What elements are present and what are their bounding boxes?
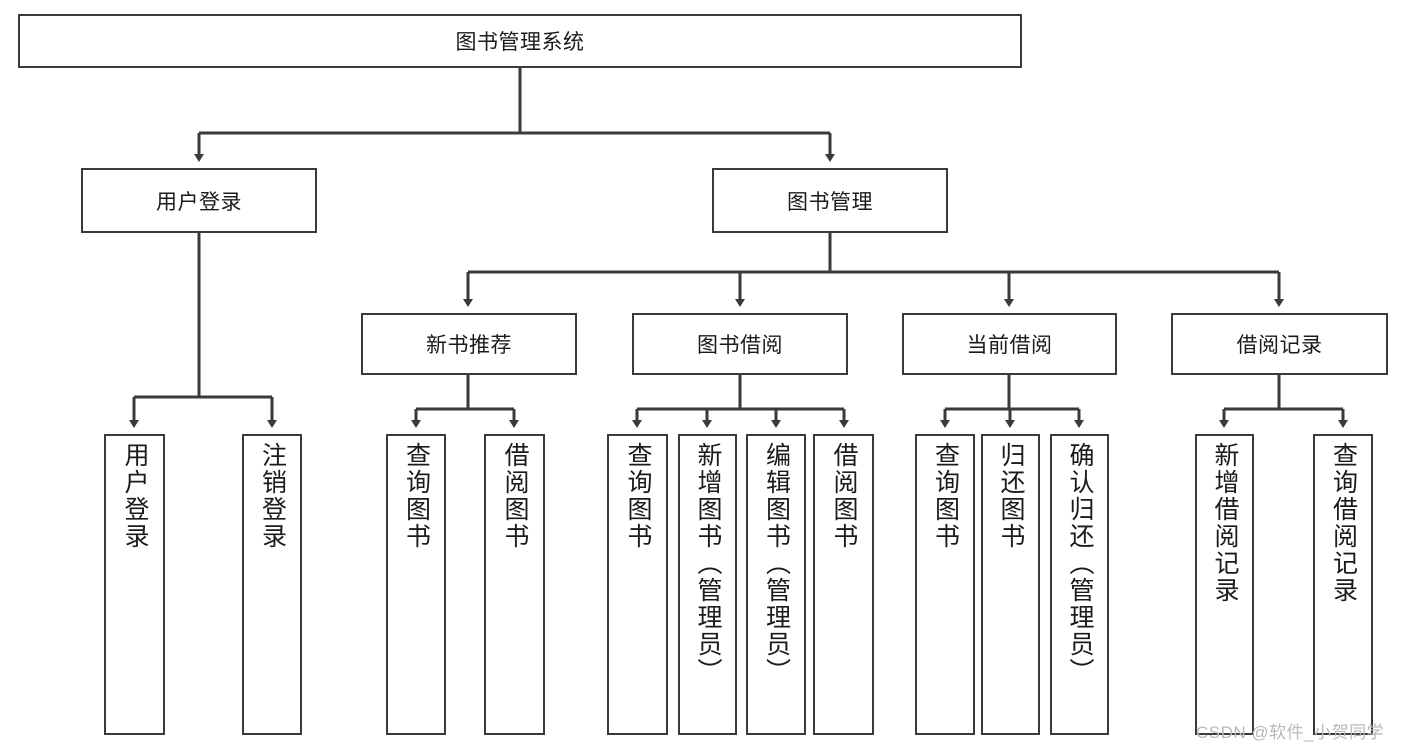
leaf-user-login[interactable]: 用户登录	[104, 434, 165, 735]
node-new-book-recommend-label: 新书推荐	[426, 334, 512, 357]
leaf-label: 借阅图书	[501, 442, 529, 550]
node-borrow-record[interactable]: 借阅记录	[1171, 313, 1388, 375]
leaf-add-borrow-record[interactable]: 新增借阅记录	[1195, 434, 1254, 735]
node-user-login-label: 用户登录	[156, 190, 242, 214]
node-current-borrow-label: 当前借阅	[966, 334, 1053, 357]
leaf-query-book-recommend[interactable]: 查询图书	[386, 434, 446, 735]
leaf-label: 用户登录	[121, 442, 149, 550]
leaf-confirm-return-admin[interactable]: 确认归还（管理员）	[1050, 434, 1109, 735]
leaf-label: 借阅图书	[830, 442, 858, 550]
leaf-query-book-current[interactable]: 查询图书	[915, 434, 975, 735]
leaf-label: 确认归还（管理员）	[1066, 442, 1094, 685]
leaf-label: 查询借阅记录	[1329, 442, 1358, 604]
leaf-query-borrow-record[interactable]: 查询借阅记录	[1313, 434, 1373, 735]
watermark: CSDN @软件_小贺同学	[1196, 723, 1385, 742]
leaf-edit-book-admin[interactable]: 编辑图书（管理员）	[746, 434, 806, 735]
leaf-return-book[interactable]: 归还图书	[981, 434, 1040, 735]
node-book-management[interactable]: 图书管理	[712, 168, 948, 233]
node-current-borrow[interactable]: 当前借阅	[902, 313, 1117, 375]
leaf-query-book-borrow[interactable]: 查询图书	[607, 434, 668, 735]
leaf-label: 归还图书	[997, 442, 1025, 550]
leaf-borrow-book[interactable]: 借阅图书	[813, 434, 874, 735]
leaf-label: 查询图书	[624, 442, 652, 550]
node-user-login[interactable]: 用户登录	[81, 168, 317, 233]
leaf-label: 新增图书（管理员）	[694, 442, 722, 685]
leaf-label: 新增借阅记录	[1211, 442, 1239, 604]
node-book-management-label: 图书管理	[787, 190, 873, 214]
leaf-label: 注销登录	[258, 442, 287, 550]
node-new-book-recommend[interactable]: 新书推荐	[361, 313, 577, 375]
leaf-label: 编辑图书（管理员）	[762, 442, 791, 685]
leaf-label: 查询图书	[402, 442, 431, 550]
leaf-label: 查询图书	[931, 442, 960, 550]
node-borrow-record-label: 借阅记录	[1236, 334, 1323, 357]
leaf-logout[interactable]: 注销登录	[242, 434, 302, 735]
leaf-borrow-book-recommend[interactable]: 借阅图书	[484, 434, 545, 735]
node-root-label: 图书管理系统	[455, 31, 585, 54]
node-book-borrow-label: 图书借阅	[697, 334, 783, 357]
node-book-borrow[interactable]: 图书借阅	[632, 313, 848, 375]
node-root[interactable]: 图书管理系统	[18, 14, 1022, 68]
leaf-add-book-admin[interactable]: 新增图书（管理员）	[678, 434, 737, 735]
